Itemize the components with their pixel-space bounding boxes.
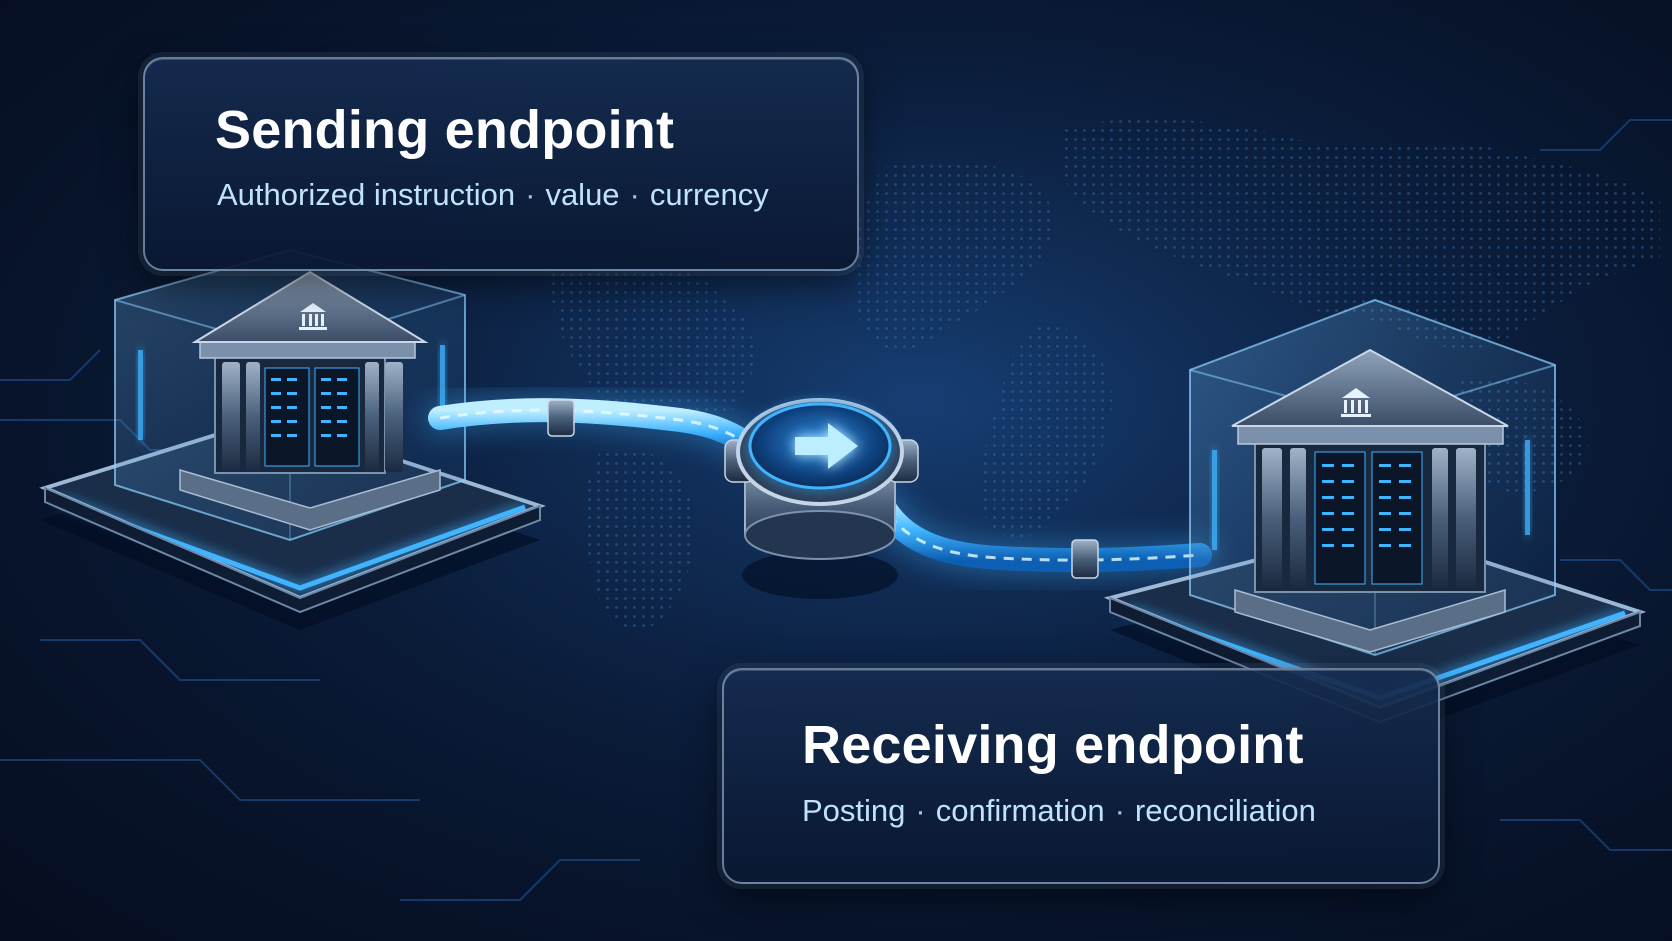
receiving-bank-base (1234, 588, 1506, 653)
separator-dot: · (1114, 793, 1125, 828)
detail-posting: Posting (802, 793, 906, 828)
transfer-hub (724, 398, 919, 599)
receiving-endpoint-title: Receiving endpoint (802, 715, 1304, 775)
detail-confirmation: confirmation (935, 793, 1105, 828)
transfer-pipe-left (423, 393, 777, 472)
sending-endpoint-title: Sending endpoint (215, 100, 675, 160)
sending-bank-base (179, 468, 441, 531)
sending-endpoint-details: Authorized instruction · value · currency (217, 177, 769, 213)
separator-dot: · (525, 177, 536, 212)
arrow-right-icon (795, 423, 858, 469)
detail-reconciliation: reconciliation (1134, 793, 1316, 828)
sending-columns (222, 362, 403, 472)
sending-endpoint-callout: Sending endpoint Authorized instruction ·… (143, 57, 859, 271)
separator-dot: · (915, 793, 926, 828)
receiving-server-racks (1314, 451, 1423, 585)
separator-dot: · (629, 177, 640, 212)
receiving-endpoint-details: Posting · confirmation · reconciliation (802, 793, 1316, 829)
receiving-bank-icon (1341, 388, 1371, 417)
sending-server-racks (264, 367, 360, 467)
detail-authorized-instruction: Authorized instruction (217, 177, 516, 212)
transfer-pipe-right (863, 483, 1217, 579)
receiving-endpoint-callout: Receiving endpoint Posting · confirmation ·… (722, 668, 1440, 884)
receiving-bank-node (1103, 298, 1647, 740)
sending-bank-node (39, 248, 546, 630)
sending-bank-icon (299, 303, 327, 330)
receiving-columns (1262, 448, 1476, 588)
receiving-bank-roof (1231, 348, 1509, 427)
detail-value: value (545, 177, 620, 212)
detail-currency: currency (649, 177, 769, 212)
